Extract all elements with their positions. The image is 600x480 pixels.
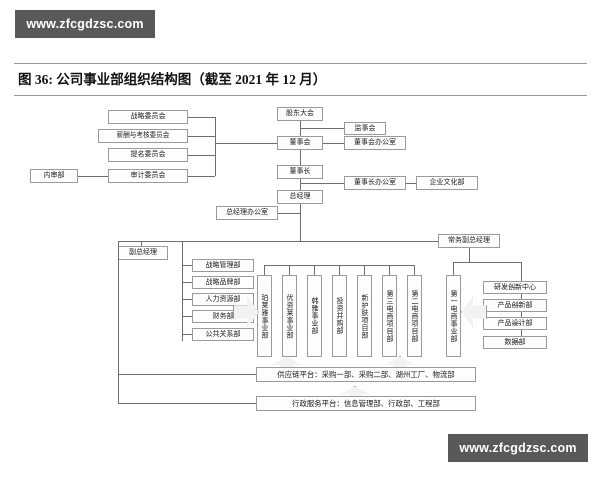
bu-drop-1: [289, 265, 290, 275]
link-compensation-committee: [188, 136, 215, 137]
node-board-office: 董事会办公室: [344, 136, 406, 150]
link-fd-0: [182, 265, 192, 266]
bu-drop-0: [264, 265, 265, 275]
node-compensation-committee: 薪酬与考核委员会: [98, 129, 188, 143]
link-fd-3: [182, 316, 192, 317]
node-strategy-brand-dept: 战略品牌部: [192, 276, 254, 289]
node-bu-ecommerce-2: 第二电商项目部: [407, 275, 422, 357]
node-deputy-gm: 副总经理: [118, 246, 168, 260]
link-audit-committee: [188, 176, 215, 177]
node-bu-new-skincare: 新护肤项目部: [357, 275, 372, 357]
link-chairman-office-to-culture: [406, 183, 416, 184]
link-strategy-committee: [188, 117, 215, 118]
node-bu-hanya: 韩雅事业部: [307, 275, 322, 357]
bu-drop-6: [414, 265, 415, 275]
bu-drop-4: [364, 265, 365, 275]
node-chairman-office: 董事长办公室: [344, 176, 406, 190]
link-nomination-committee: [188, 155, 215, 156]
node-strategy-committee: 战略委员会: [108, 110, 188, 124]
link-fd-4: [182, 334, 192, 335]
functional-dept-spine: [182, 241, 183, 341]
node-bu-uzero: 优资莱事业部: [282, 275, 297, 357]
watermark-top: www.zfcgdzsc.com: [15, 10, 155, 38]
node-supervisory-board: 监事会: [344, 122, 386, 135]
link-left-rail-to-supply-platform: [118, 374, 256, 375]
link-gm-to-bus: [300, 204, 301, 241]
node-nomination-committee: 提名委员会: [108, 148, 188, 162]
link-board-to-chairman: [300, 150, 301, 165]
node-board-of-directors: 董事会: [277, 136, 323, 150]
node-shareholders-meeting: 股东大会: [277, 107, 323, 121]
watermark-bottom: www.zfcgdzsc.com: [448, 434, 588, 462]
node-bu-proya: 珀莱雅事业部: [257, 275, 272, 357]
figure-title: 图 36: 公司事业部组织结构图（截至 2021 年 12 月）: [18, 72, 327, 87]
link-rnd-0b: [512, 287, 521, 288]
link-exec-to-ecommerce-1: [453, 262, 454, 275]
link-chairman-to-gm: [300, 179, 301, 190]
node-hr-dept: 人力资源部: [192, 293, 254, 306]
link-bus-to-deputy-gm: [141, 241, 142, 246]
node-internal-audit-dept: 内审部: [30, 169, 78, 183]
node-strategy-management-dept: 战略管理部: [192, 259, 254, 272]
bu-drop-3: [339, 265, 340, 275]
node-public-relations-dept: 公共关系部: [192, 328, 254, 341]
link-shareholders-to-supervisory: [300, 128, 344, 129]
link-rnd-3: [512, 342, 521, 343]
title-rule-top: [14, 63, 587, 64]
link-rnd-2: [512, 323, 521, 324]
link-internal-audit-to-audit-committee: [78, 176, 108, 177]
node-chairman: 董事长: [277, 165, 323, 179]
node-bu-investment-ma: 投资并购部: [332, 275, 347, 357]
node-general-manager: 总经理: [277, 190, 323, 204]
node-bu-ecommerce-3: 第三电商项目部: [382, 275, 397, 357]
main-bus: [118, 241, 469, 242]
node-gm-office: 总经理办公室: [216, 206, 278, 220]
link-left-rail-to-admin-platform: [118, 403, 256, 404]
title-rule-bottom: [14, 95, 587, 96]
link-chairman-to-chairman-office: [300, 183, 344, 184]
exec-deputy-drop: [469, 248, 470, 262]
link-fd-1: [182, 282, 192, 283]
bu-drop-2: [314, 265, 315, 275]
node-bu-ecommerce-1: 第一电商事业部: [446, 275, 461, 357]
link-board-to-board-office: [323, 143, 344, 144]
committee-spine: [215, 117, 216, 176]
link-committees-to-board: [215, 143, 277, 144]
node-supply-chain-platform: 供应链平台：采购一部、采购二部、湖州工厂、物流部: [256, 367, 476, 382]
link-fd-2: [182, 299, 192, 300]
node-culture-dept: 企业文化部: [416, 176, 478, 190]
exec-deputy-hanger: [453, 262, 521, 263]
link-rnd-1: [512, 305, 521, 306]
node-audit-committee: 审计委员会: [108, 169, 188, 183]
link-gm-to-gm-office: [278, 213, 300, 214]
left-rail: [118, 241, 119, 403]
bu-drop-5: [389, 265, 390, 275]
node-admin-service-platform: 行政服务平台：信息管理部、行政部、工程部: [256, 396, 476, 411]
node-exec-deputy-gm: 常务副总经理: [438, 234, 500, 248]
